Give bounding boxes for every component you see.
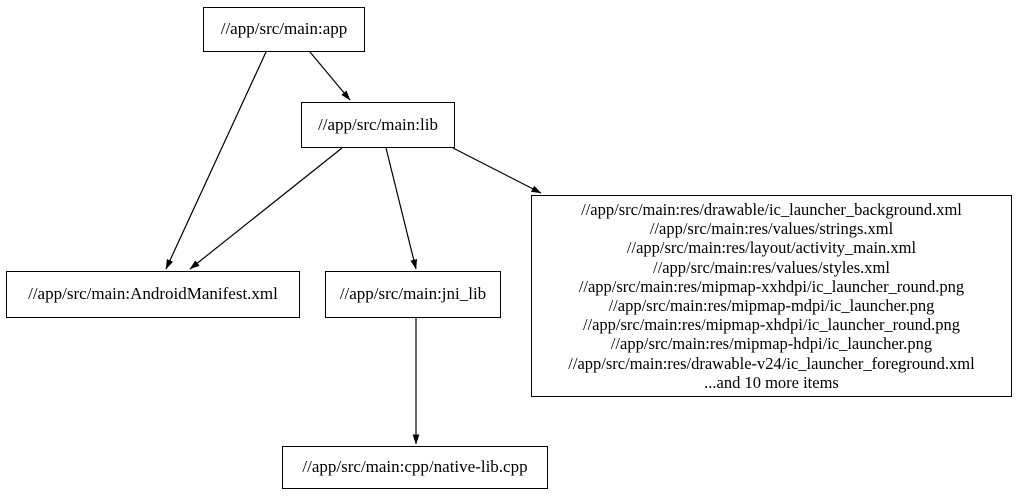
res-file-item: //app/src/main:res/mipmap-hdpi/ic_launch…	[610, 334, 933, 354]
res-file-item: //app/src/main:res/layout/activity_main.…	[626, 238, 917, 258]
node-jni-lib: //app/src/main:jni_lib	[325, 271, 501, 318]
res-file-item: //app/src/main:res/drawable/ic_launcher_…	[581, 199, 962, 219]
res-file-item: //app/src/main:res/mipmap-xhdpi/ic_launc…	[582, 315, 961, 335]
more-items-note: ...and 10 more items	[704, 372, 839, 392]
node-app-target: //app/src/main:app	[203, 7, 365, 52]
res-file-item: //app/src/main:res/values/styles.xml	[653, 257, 890, 277]
node-android-manifest: //app/src/main:AndroidManifest.xml	[6, 271, 300, 318]
node-native-lib-cpp: //app/src/main:cpp/native-lib.cpp	[282, 446, 548, 489]
res-file-item: //app/src/main:res/drawable-v24/ic_launc…	[568, 353, 975, 373]
node-res-file-group: //app/src/main:res/drawable/ic_launcher_…	[531, 195, 1012, 397]
edge-app-to-lib	[309, 51, 351, 101]
edge-lib-to-manifest	[189, 147, 343, 270]
node-lib-target: //app/src/main:lib	[301, 102, 455, 148]
res-file-item: //app/src/main:res/values/strings.xml	[649, 219, 894, 239]
edge-lib-to-jni-lib	[385, 147, 418, 270]
edge-lib-to-res-files	[452, 147, 542, 194]
res-file-item: //app/src/main:res/mipmap-mdpi/ic_launch…	[608, 296, 935, 315]
res-file-item: //app/src/main:res/mipmap-xxhdpi/ic_laun…	[578, 276, 965, 296]
edge-app-to-manifest	[165, 51, 267, 270]
